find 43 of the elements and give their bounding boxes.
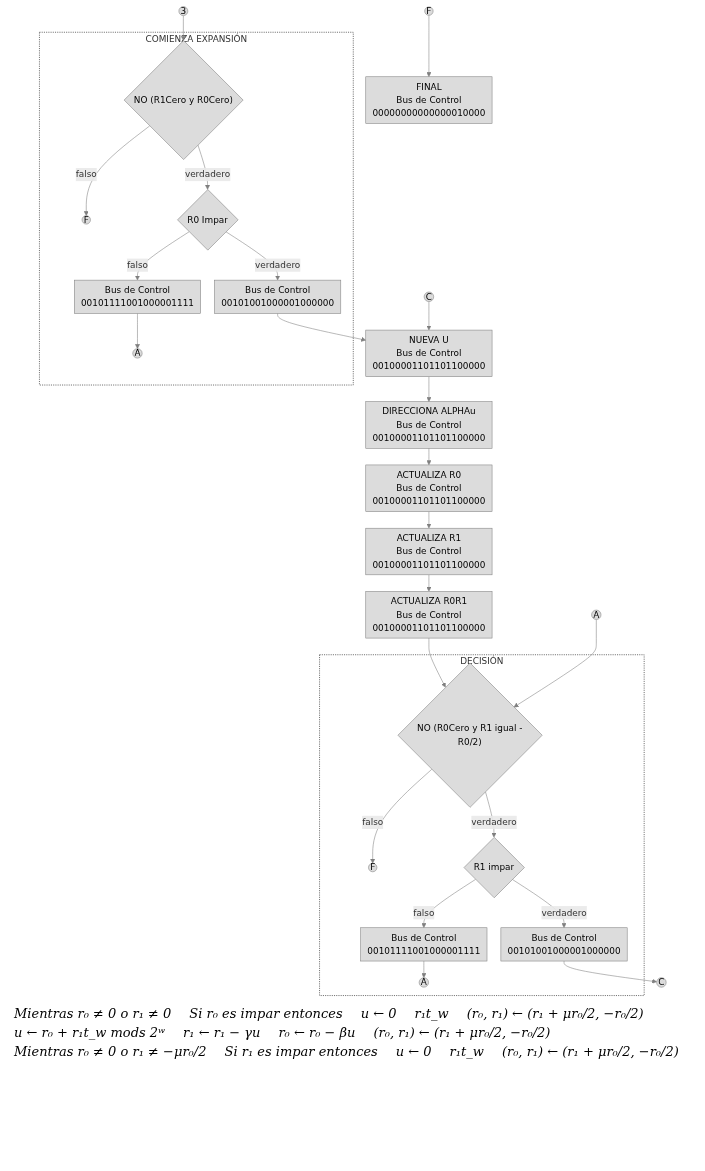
edge-label: falso [361,816,383,828]
formula-note: (r₀, r₁) ← (r₁ + μr₀/2, −r₀/2) [466,1006,644,1021]
formula-note: (r₀, r₁) ← (r₁ + μr₀/2, −r₀/2) [373,1025,551,1040]
edge-label: verdadero [254,259,300,271]
node-box: Bus de Control 00101001000001000000 [500,927,628,962]
node-box: NUEVA U Bus de Control 00100001101101100000 [365,329,493,377]
node-circle: A [132,348,143,359]
formula-note: u ← r₀ + r₁t_w mods 2ʷ [14,1025,166,1040]
node-box: DIRECCIONA ALPHAu Bus de Control 00100001101101100000 [365,401,493,449]
formula-note: (r₀, r₁) ← (r₁ + μr₀/2, −r₀/2) [501,1044,679,1059]
formula-note: Si r₀ es impar entonces [189,1006,343,1021]
node-circle: A [418,977,429,988]
edge-label: verdadero [470,816,517,828]
node-circle: C [423,291,434,302]
edge-label: verdadero [184,169,230,180]
formula-note: u ← 0 [360,1006,397,1021]
node-box: Bus de Control 00101111001000001111 [73,279,201,314]
node-box: Bus de Control 00101001000001000000 [213,279,341,314]
formula-note: r₁t_w [449,1044,484,1059]
edge-label: verdadero [541,907,587,918]
node-circle: F [424,6,434,16]
node-diamond: R1 impar [463,837,525,899]
formula-note: u ← 0 [395,1044,432,1059]
node-box: ACTUALIZA R1 Bus de Control 00100001101101100000 [365,527,493,576]
node-box: Bus de Control 00101111001000001111 [360,927,487,962]
node-diamond: R0 Impar [176,189,239,251]
node-box: ACTUALIZA R0R1 Bus de Control 00100001101101100000 [365,591,493,639]
node-circle: C [656,977,667,988]
formula-note: Si r₁ es impar entonces [224,1044,378,1059]
edge-label: falso [126,259,148,271]
formula-note: Mientras r₀ ≠ 0 o r₁ ≠ 0 [14,1006,172,1021]
node-circle: 3 [178,6,188,16]
edge-label: falso [412,907,435,918]
formula-note: r₀ ← r₀ − βu [278,1025,356,1040]
edge-label: falso [75,169,97,180]
node-circle: F [81,215,91,225]
node-box: FINAL Bus de Control 00000000000000010000 [365,76,493,124]
formula-note: Mientras r₀ ≠ 0 o r₁ ≠ −μr₀/2 [14,1044,207,1059]
node-circle: A [591,609,601,620]
node-circle: F [367,863,377,873]
formula-note: r₁ ← r₁ − γu [183,1025,261,1040]
node-box: ACTUALIZA R0 Bus de Control 00100001101101100000 [365,464,493,512]
formula-note: r₁t_w [414,1006,449,1021]
